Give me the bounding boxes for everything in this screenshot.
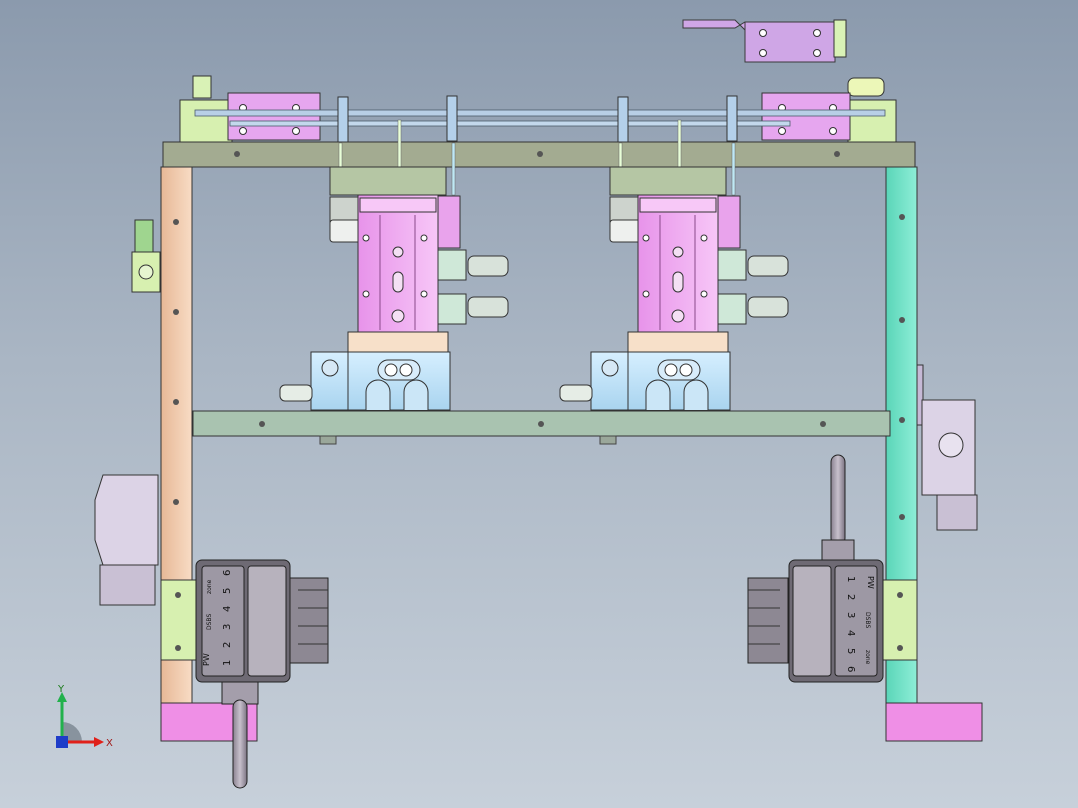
x-axis-label: X [106, 738, 113, 749]
pos-6: 6 [845, 666, 856, 672]
top-left-clamp [179, 75, 321, 143]
selector-side-label: zone [864, 650, 871, 665]
pos-5: 5 [222, 588, 233, 594]
selector-brand: DSBS [864, 612, 871, 628]
right-selector-switch[interactable]: PW DSBS 1 2 3 4 5 6 zone [747, 454, 884, 683]
pos-1: 1 [845, 576, 856, 582]
pos-4: 4 [845, 630, 856, 636]
selector-brand: DSBS [206, 614, 213, 630]
pos-2: 2 [845, 594, 856, 600]
pos-5: 5 [845, 648, 856, 654]
top-right-clamp [761, 77, 897, 143]
z-axis-marker [56, 736, 68, 748]
pos-3: 3 [222, 624, 233, 630]
right-selector-mount [881, 579, 918, 661]
selector-side-label: zone [206, 579, 213, 594]
pos-4: 4 [222, 606, 233, 612]
selector-title: PW [866, 576, 875, 589]
selector-title: PW [202, 653, 211, 666]
y-axis-label: Y [57, 684, 65, 695]
y-axis-head [57, 692, 67, 702]
right-sensor-bracket [916, 364, 978, 531]
axis-triad: Y X [56, 684, 113, 749]
pos-6: 6 [222, 570, 233, 576]
left-selector-mount [160, 579, 197, 661]
left-selector-switch[interactable]: PW DSBS 1 2 3 4 5 6 zone [195, 559, 329, 789]
left-side-fitting [131, 219, 161, 293]
guide-rods [194, 109, 886, 127]
pos-3: 3 [845, 612, 856, 618]
pos-1: 1 [222, 660, 233, 666]
right-foot [885, 702, 983, 742]
left-sensor-bracket [94, 474, 159, 606]
top-bracket-floating [682, 19, 847, 63]
gripper-unit-left [279, 95, 509, 411]
x-axis-head [94, 737, 104, 747]
pos-2: 2 [222, 642, 233, 648]
